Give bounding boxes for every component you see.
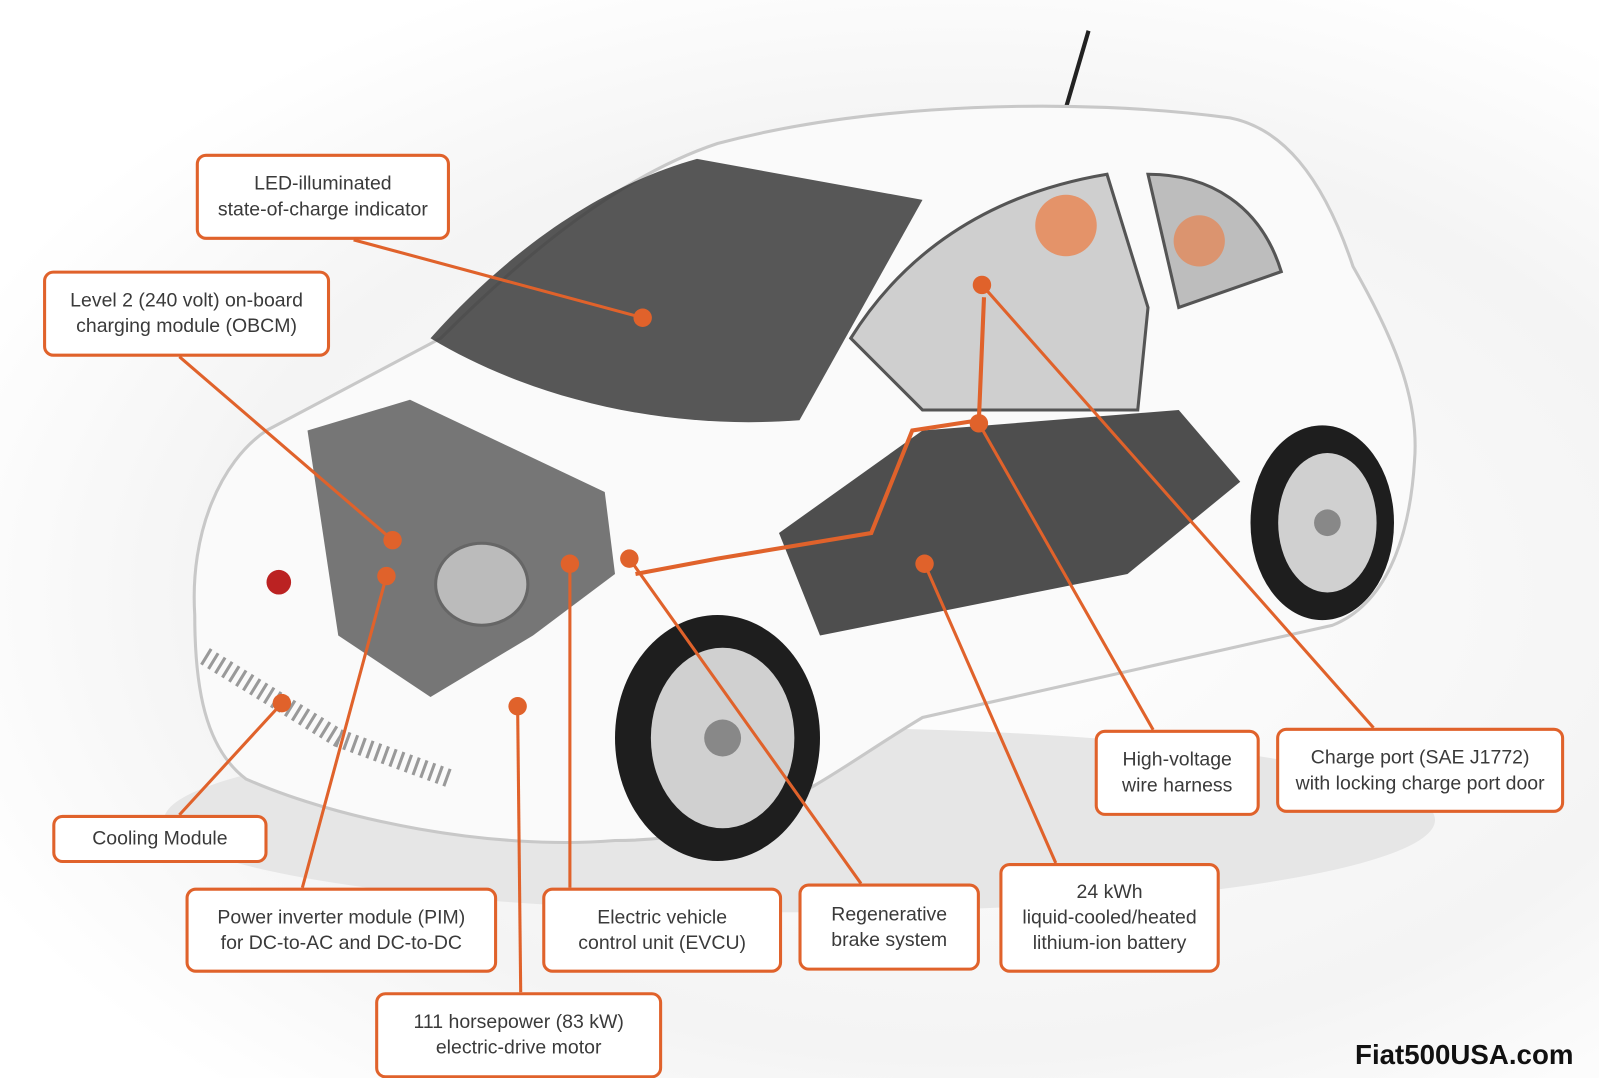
- callout-text: Electric vehicle: [597, 906, 728, 929]
- callout-charge-port: Charge port (SAE J1772) with locking cha…: [1276, 727, 1565, 813]
- rear-wheel: [1250, 425, 1394, 621]
- callout-text: 111 horsepower (83 kW): [413, 1011, 624, 1034]
- callout-cooling-module: Cooling Module: [52, 814, 268, 864]
- fiat-badge: [266, 569, 292, 595]
- leader-line-cooling: [178, 702, 284, 816]
- front-wheel: [615, 615, 820, 861]
- callout-hv-harness: High-voltage wire harness: [1094, 729, 1260, 816]
- watermark: Fiat500USA.com: [1355, 1039, 1574, 1071]
- leader-line-brake: [628, 557, 863, 885]
- callout-obcm: Level 2 (240 volt) on-board charging mod…: [43, 270, 331, 357]
- battery-pack: [779, 410, 1241, 636]
- callout-text: charging module (OBCM): [76, 315, 297, 338]
- callout-text: wire harness: [1122, 774, 1233, 797]
- marker-dot: [972, 275, 992, 295]
- marker-dot: [508, 697, 527, 716]
- callout-text: Regenerative: [831, 903, 948, 926]
- marker-dot: [383, 530, 402, 550]
- callout-text: LED-illuminated: [254, 173, 392, 195]
- seat-headrest: [1035, 194, 1097, 257]
- callout-pim: Power inverter module (PIM) for DC-to-AC…: [185, 887, 498, 973]
- leader-line-battery: [923, 563, 1058, 864]
- callout-text: brake system: [831, 929, 948, 951]
- seat-headrest: [1173, 215, 1225, 267]
- front-grille: [200, 648, 455, 788]
- callout-evcu: Electric vehicle control unit (EVCU): [542, 887, 783, 973]
- marker-dot: [969, 414, 989, 433]
- marker-dots: [272, 275, 992, 716]
- callout-text: with locking charge port door: [1295, 772, 1545, 794]
- marker-dot: [915, 554, 934, 573]
- callout-text: Power inverter module (PIM): [217, 906, 466, 929]
- leader-line-chargeport: [980, 283, 1375, 729]
- callout-text: liquid-cooled/heated: [1022, 907, 1197, 929]
- leader-line-motor: [516, 706, 523, 993]
- marker-dot: [620, 549, 639, 568]
- callout-text: for DC-to-AC and DC-to-DC: [220, 932, 462, 954]
- callout-led-indicator: LED-illuminated state-of-charge indicato…: [195, 153, 450, 240]
- callout-text: Charge port (SAE J1772): [1310, 746, 1530, 769]
- hv-cable: [635, 297, 987, 577]
- callout-text: Level 2 (240 volt) on-board: [70, 290, 303, 312]
- callout-text: control unit (EVCU): [578, 932, 747, 954]
- callout-text: electric-drive motor: [435, 1037, 602, 1059]
- callout-battery: 24 kWh liquid-cooled/heated lithium-ion …: [999, 863, 1220, 973]
- leader-line-led: [353, 238, 644, 320]
- antenna: [1064, 30, 1091, 109]
- leader-line-harness: [977, 422, 1155, 731]
- callout-text: state-of-charge indicator: [217, 198, 428, 221]
- callout-text: lithium-ion battery: [1032, 932, 1187, 955]
- marker-dot: [560, 554, 580, 573]
- marker-dot: [633, 308, 652, 327]
- marker-dot: [377, 566, 396, 586]
- callout-text: High-voltage: [1122, 749, 1232, 771]
- callout-regen-brake: Regenerative brake system: [798, 883, 980, 971]
- marker-dot: [272, 693, 292, 713]
- windshield: [430, 158, 923, 423]
- callout-text: 24 kWh: [1076, 881, 1143, 904]
- callout-text: Cooling Module: [92, 828, 228, 850]
- leader-lines: [178, 238, 1375, 993]
- callout-motor: 111 horsepower (83 kW) electric-drive mo…: [375, 992, 663, 1078]
- leader-line-pim: [300, 575, 388, 889]
- headlight: [434, 541, 530, 627]
- leader-line-obcm: [178, 355, 394, 542]
